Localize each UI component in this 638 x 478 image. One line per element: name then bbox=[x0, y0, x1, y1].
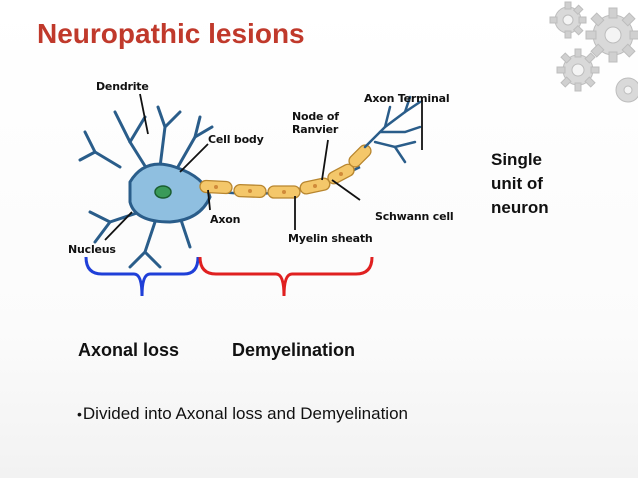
category-axonal-loss: Axonal loss bbox=[78, 340, 180, 360]
category-demyelination: Demyelination bbox=[232, 340, 356, 360]
bullet-text: Divided into Axonal loss and Demyelinati… bbox=[82, 404, 408, 423]
side-note: Single unit of neuron bbox=[491, 148, 581, 220]
label-dendrite: Dendrite bbox=[96, 80, 149, 93]
label-cell-body: Cell body bbox=[208, 133, 264, 146]
axonal-loss-brace bbox=[84, 256, 200, 297]
bullet-item: •Divided into Axonal loss and Demyelinat… bbox=[77, 404, 408, 424]
side-note-line-1: Single bbox=[491, 150, 543, 169]
slide-title: Neuropathic lesions bbox=[37, 18, 305, 49]
category-braces bbox=[84, 256, 374, 297]
side-note-line-3: neuron bbox=[491, 198, 549, 217]
gears-decoration-icon bbox=[549, 1, 638, 103]
label-schwann-cell: Schwann cell bbox=[375, 210, 454, 223]
label-axon: Axon bbox=[210, 213, 241, 226]
label-nucleus: Nucleus bbox=[68, 243, 116, 256]
label-node-of-ranvier-2: Ranvier bbox=[292, 123, 339, 136]
side-note-line-2: unit of bbox=[491, 174, 543, 193]
neuron-diagram bbox=[78, 93, 423, 269]
label-axon-terminal: Axon Terminal bbox=[364, 92, 450, 105]
demyelination-brace bbox=[198, 256, 374, 297]
label-node-of-ranvier-1: Node of bbox=[292, 110, 339, 123]
bullet-dot-icon: • bbox=[77, 406, 82, 422]
label-myelin-sheath: Myelin sheath bbox=[288, 232, 373, 245]
